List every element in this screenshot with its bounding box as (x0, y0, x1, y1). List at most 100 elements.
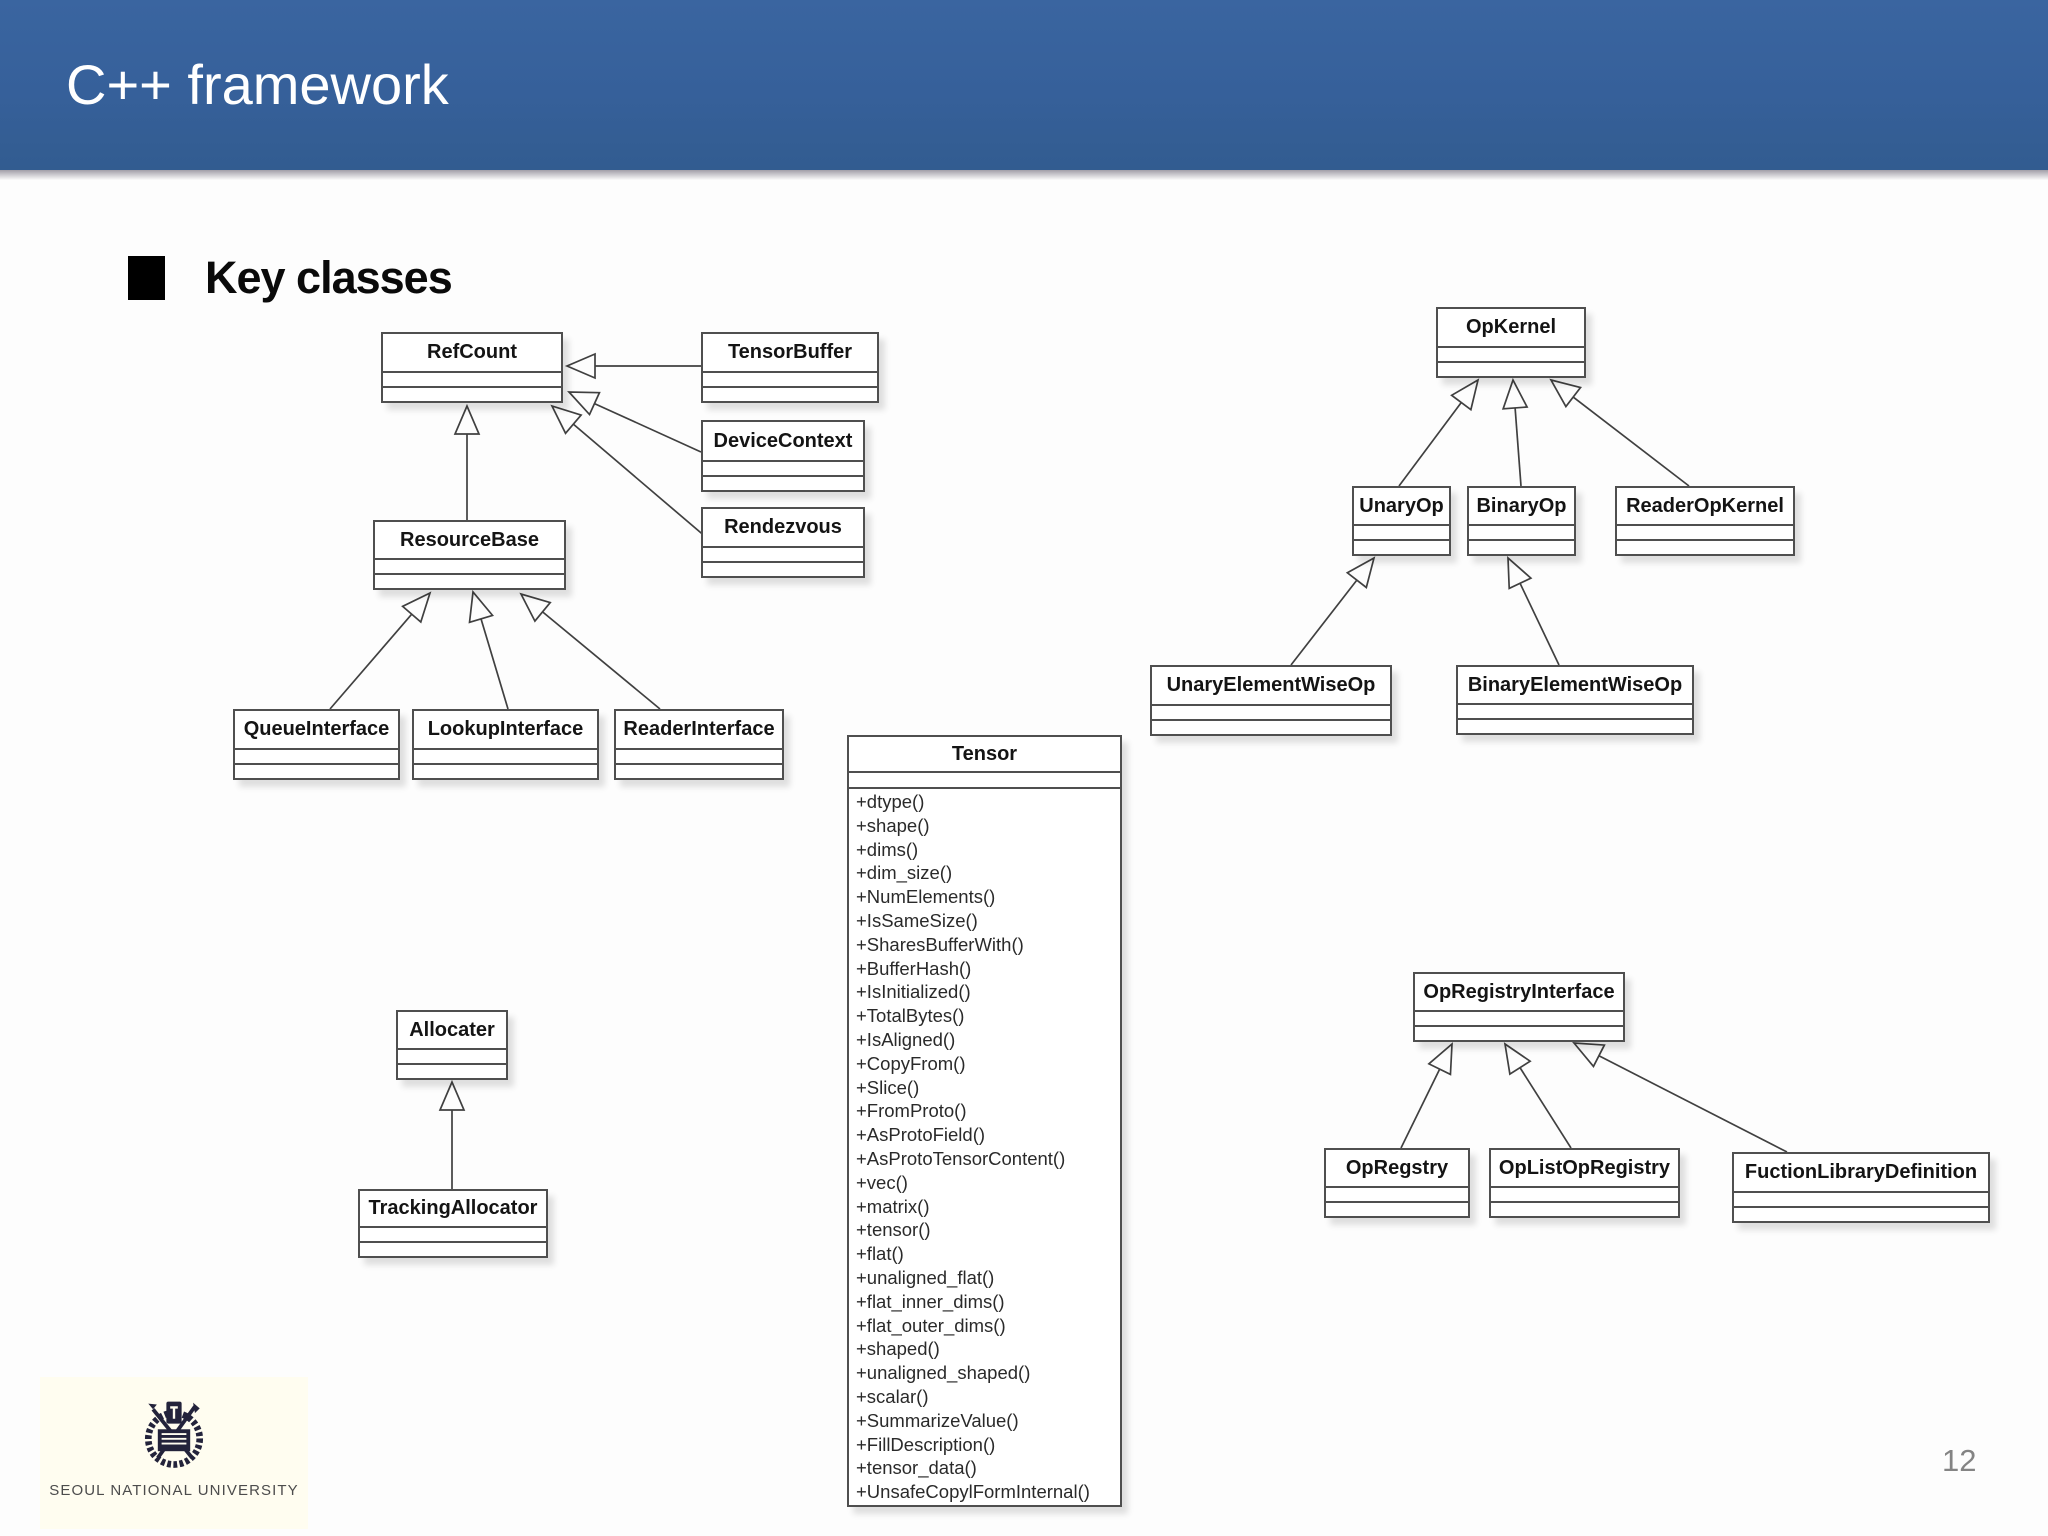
class-title: OpListOpRegistry (1498, 1156, 1671, 1179)
class-title: UnaryElementWiseOp (1166, 674, 1376, 696)
inheritance-arrowhead-icon (519, 592, 552, 623)
class-compartment (360, 1226, 546, 1241)
inheritance-edge-ReaderInterface-to-ResourceBase (542, 611, 661, 710)
class-compartment (616, 748, 782, 763)
class-box-RefCount: RefCount (381, 332, 563, 403)
class-box-BinaryOp: BinaryOp (1467, 486, 1576, 556)
class-compartment (383, 371, 561, 386)
method-item: +Slice() (856, 1076, 920, 1098)
class-compartment (414, 763, 597, 778)
class-compartment (1617, 524, 1793, 539)
class-compartment (703, 460, 863, 475)
class-methods-compartment: +dtype()+shape()+dims()+dim_size()+NumEl… (849, 787, 1120, 1505)
class-box-ReaderInterface: ReaderInterface (614, 709, 784, 780)
class-box-FuctionLibraryDefinition: FuctionLibraryDefinition (1732, 1152, 1990, 1223)
method-item: +flat_outer_dims() (856, 1314, 1006, 1336)
class-compartment (1152, 704, 1390, 719)
class-title: ResourceBase (400, 528, 539, 551)
university-logo: SEOUL NATIONAL UNIVERSITY (40, 1377, 308, 1529)
class-compartment (703, 386, 877, 401)
class-compartment (414, 748, 597, 763)
inheritance-edge-UnaryOp-to-OpKernel (1398, 401, 1462, 487)
class-box-LookupInterface: LookupInterface (412, 709, 599, 780)
inheritance-arrowhead-icon (401, 591, 432, 624)
section-heading-label: Key classes (205, 252, 453, 303)
class-title: RefCount (427, 341, 517, 363)
class-title: OpRegistryInterface (1423, 980, 1615, 1003)
method-item: +matrix() (856, 1195, 930, 1217)
class-compartment (1734, 1206, 1988, 1221)
inheritance-arrowhead-icon (468, 589, 494, 624)
inheritance-arrowhead-icon (1427, 1042, 1453, 1076)
slide-header: C++ framework (0, 0, 2048, 182)
class-title: LookupInterface (427, 718, 584, 740)
class-title: FuctionLibraryDefinition (1744, 1161, 1978, 1183)
method-item: +tensor_data() (856, 1457, 977, 1479)
class-compartment (1438, 346, 1584, 361)
university-crest-icon (144, 1401, 204, 1468)
class-attributes-compartment (849, 771, 1120, 787)
slide-title: C++ framework (66, 53, 449, 116)
class-compartment (398, 1048, 506, 1063)
method-item: +AsProtoTensorContent() (856, 1147, 1066, 1169)
inheritance-edge-DeviceContext-to-RefCount (594, 402, 702, 453)
method-item: +scalar() (856, 1385, 929, 1407)
inheritance-edge-LookupInterface-to-ResourceBase (480, 618, 509, 710)
method-item: +vec() (856, 1171, 908, 1193)
method-item: +dtype() (856, 791, 925, 812)
inheritance-arrowhead-icon (1345, 556, 1376, 589)
inheritance-edge-OpRegstry-to-OpRegistryInterface (1400, 1068, 1441, 1149)
class-compartment (360, 1241, 546, 1256)
method-item: +flat() (856, 1243, 904, 1265)
class-title: BinaryElementWiseOp (1467, 673, 1683, 696)
class-compartment (375, 573, 564, 588)
class-compartment (1469, 524, 1574, 539)
class-compartment (1491, 1201, 1678, 1216)
class-box-OpKernel: OpKernel (1436, 307, 1586, 378)
class-box-UnaryElementWiseOp: UnaryElementWiseOp (1150, 665, 1392, 736)
inheritance-arrowhead-icon (1503, 1042, 1532, 1076)
class-box-TensorBuffer: TensorBuffer (701, 332, 879, 403)
class-compartment (235, 748, 398, 763)
method-item: +unaligned_shaped() (856, 1362, 1031, 1384)
university-name: SEOUL NATIONAL UNIVERSITY (49, 1482, 299, 1499)
class-compartment (1326, 1201, 1468, 1216)
class-compartment (1415, 1010, 1623, 1025)
class-box-Tensor: Tensor +dtype()+shape()+dims()+dim_size()… (847, 735, 1122, 1507)
method-item: +FillDescription() (856, 1433, 996, 1455)
inheritance-arrowhead-icon (438, 1079, 466, 1111)
method-item: +flat_inner_dims() (856, 1290, 1005, 1312)
class-box-UnaryOp: UnaryOp (1352, 486, 1451, 556)
class-compartment (1152, 719, 1390, 734)
method-item: +SharesBufferWith() (856, 933, 1024, 955)
class-title: Tensor (951, 742, 1018, 765)
class-compartment (703, 546, 863, 561)
inheritance-edge-ReaderOpKernel-to-OpKernel (1572, 396, 1690, 487)
class-compartment (1469, 539, 1574, 554)
class-box-ReaderOpKernel: ReaderOpKernel (1615, 486, 1795, 556)
method-item: +tensor() (856, 1219, 931, 1241)
class-title: ReaderInterface (623, 718, 775, 740)
method-item: +IsSameSize() (856, 909, 978, 931)
class-compartment (1326, 1186, 1468, 1201)
inheritance-arrowhead-icon (1507, 556, 1533, 590)
method-item: +CopyFrom() (856, 1052, 966, 1074)
class-compartment (703, 475, 863, 490)
inheritance-arrowhead-icon (1501, 377, 1529, 410)
class-box-TrackingAllocator: TrackingAllocator (358, 1189, 548, 1258)
class-box-OpRegstry: OpRegstry (1324, 1148, 1470, 1218)
inheritance-edge-BinaryElementWiseOp-to-BinaryOp (1519, 582, 1560, 666)
inheritance-edge-BinaryOp-to-OpKernel (1514, 407, 1522, 487)
class-compartment (1438, 361, 1584, 376)
class-title: OpKernel (1465, 316, 1557, 338)
class-compartment (703, 371, 877, 386)
class-box-OpRegistryInterface: OpRegistryInterface (1413, 972, 1625, 1042)
inheritance-edge-Rendezvous-to-RefCount (572, 423, 708, 539)
method-item: +NumElements() (856, 886, 996, 908)
class-title: Allocater (409, 1018, 495, 1041)
class-title: DeviceContext (713, 429, 853, 452)
inheritance-arrowhead-icon (1549, 378, 1582, 409)
class-compartment (1354, 539, 1449, 554)
section-heading: Key classes (128, 252, 453, 304)
